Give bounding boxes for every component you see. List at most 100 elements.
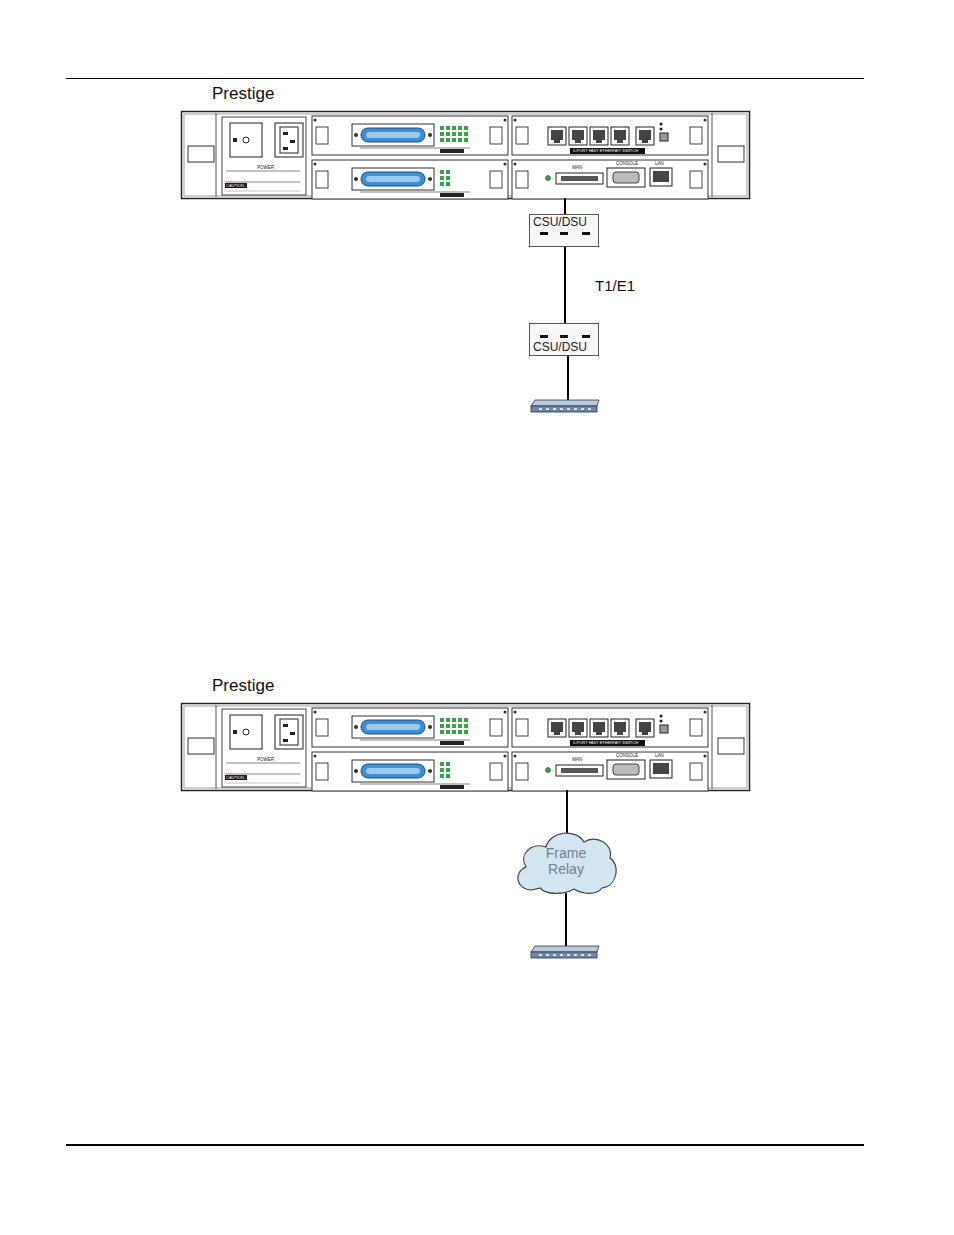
panel-detail: [366, 768, 420, 774]
panel-detail: [446, 170, 450, 174]
panel-detail: [458, 724, 462, 728]
panel-label: CAUTION: [226, 776, 244, 780]
panel-detail: [361, 128, 425, 142]
panel-detail: [581, 954, 584, 956]
panel-detail: [366, 724, 420, 730]
panel-detail: [588, 408, 591, 410]
panel-label: LAN: [655, 162, 664, 167]
panel-detail: [617, 732, 623, 735]
panel-detail: [490, 719, 502, 736]
panel-detail: [704, 119, 707, 122]
device-heading: Prestige: [212, 676, 274, 696]
panel-detail: [216, 705, 217, 789]
panel-detail: [314, 755, 317, 758]
panel-detail: [440, 730, 444, 734]
panel-detail: [546, 176, 551, 181]
panel-detail: [546, 768, 551, 773]
panel-detail: [653, 171, 669, 182]
panel-detail: [639, 130, 651, 140]
panel-detail: [512, 160, 708, 199]
panel-detail: [225, 183, 247, 188]
panel-detail: [440, 785, 464, 789]
panel-detail: [575, 732, 581, 735]
panel-label: 5-PORT FAST ETHERNET SWITCH: [573, 741, 638, 745]
panel-detail: [490, 127, 502, 144]
panel-detail: [243, 137, 249, 143]
panel-detail: [275, 123, 303, 157]
panel-detail: [446, 132, 450, 136]
panel-detail: [712, 113, 713, 197]
panel-detail: [352, 124, 434, 146]
panel-detail: [366, 132, 420, 138]
panel-detail: [440, 768, 444, 772]
panel-detail: [290, 732, 295, 735]
panel-detail: [446, 138, 450, 142]
panel-detail: [361, 172, 425, 186]
panel-detail: [514, 119, 517, 122]
panel-detail: [704, 755, 707, 758]
panel-detail: [280, 719, 298, 745]
panel-detail: [316, 171, 328, 188]
panel-detail: [361, 764, 425, 778]
cable-connector: [564, 247, 566, 323]
panel-detail: [452, 126, 456, 130]
hub-icon: [531, 406, 597, 412]
panel-detail: [446, 182, 450, 186]
panel-detail: [312, 116, 508, 155]
panel-detail: [354, 133, 358, 137]
panel-detail: [464, 718, 468, 722]
panel-detail: [590, 719, 608, 737]
panel-detail: [553, 408, 556, 410]
panel-detail: [504, 711, 507, 714]
label-band: [570, 740, 645, 746]
panel-detail: [314, 119, 317, 122]
panel-detail: [222, 117, 306, 195]
cloud-label: Frame Relay: [540, 845, 592, 877]
panel-detail: [660, 123, 663, 126]
panel-detail: [446, 730, 450, 734]
panel-detail: [514, 755, 517, 758]
panel-detail: [516, 127, 528, 144]
panel-detail: [613, 172, 639, 183]
panel-detail: [569, 127, 587, 145]
panel-detail: [613, 764, 639, 775]
panel-detail: [660, 725, 668, 733]
panel-detail: [222, 709, 306, 787]
panel-detail: [574, 408, 577, 410]
panel-detail: [704, 163, 707, 166]
hub-icon: [531, 946, 599, 952]
panel-detail: [361, 720, 425, 734]
panel-label: WAN: [572, 166, 582, 171]
panel-detail: [512, 116, 708, 155]
panel-detail: [556, 765, 603, 776]
panel-detail: [660, 715, 663, 718]
panel-detail: [490, 171, 502, 188]
panel-detail: [458, 138, 462, 142]
panel-detail: [590, 127, 608, 145]
panel-label: POWER: [257, 166, 274, 171]
panel-detail: [230, 123, 262, 157]
panel-detail: [690, 763, 702, 780]
panel-detail: [440, 149, 464, 153]
panel-detail: [642, 732, 648, 735]
panel-detail: [653, 763, 669, 774]
panel-detail: [226, 191, 300, 192]
router-panel-node: Prestige: [181, 111, 750, 198]
panel-detail: [440, 138, 444, 142]
panel-detail: [596, 140, 602, 143]
panel-detail: [428, 177, 432, 181]
panel-detail: [611, 127, 629, 145]
panel-detail: [718, 146, 744, 162]
panel-detail: [596, 732, 602, 735]
panel-detail: [428, 725, 432, 729]
panel-label: CONSOLE: [616, 754, 638, 759]
panel-detail: [660, 133, 668, 141]
panel-detail: [650, 760, 672, 778]
panel-detail: [226, 774, 300, 775]
panel-detail: [314, 711, 317, 714]
hub-cable: [565, 893, 567, 948]
router-panel: [182, 704, 750, 792]
panel-detail: [352, 760, 434, 782]
panel-detail: [275, 715, 303, 749]
